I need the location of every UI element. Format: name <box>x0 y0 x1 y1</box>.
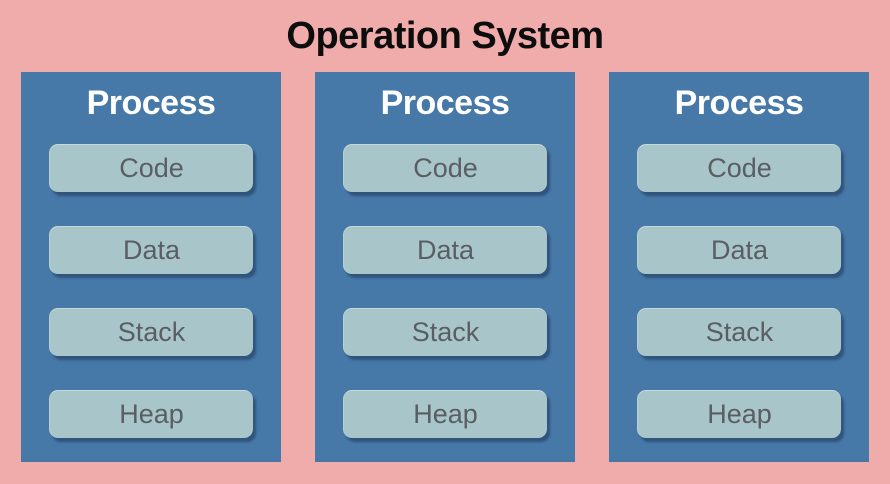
process-label: Process <box>86 83 216 122</box>
segment-data: Data <box>343 226 547 274</box>
segment-code: Code <box>343 144 547 192</box>
segment-data: Data <box>49 226 253 274</box>
segment-heap: Heap <box>637 390 841 438</box>
segment-heap: Heap <box>49 390 253 438</box>
process-label: Process <box>674 83 804 122</box>
segment-stack: Stack <box>637 308 841 356</box>
segment-code: Code <box>49 144 253 192</box>
segment-stack: Stack <box>343 308 547 356</box>
segment-data: Data <box>637 226 841 274</box>
segment-code: Code <box>637 144 841 192</box>
process-label: Process <box>380 83 510 122</box>
diagram-title: Operation System <box>286 14 604 57</box>
segment-stack: Stack <box>49 308 253 356</box>
segment-heap: Heap <box>343 390 547 438</box>
